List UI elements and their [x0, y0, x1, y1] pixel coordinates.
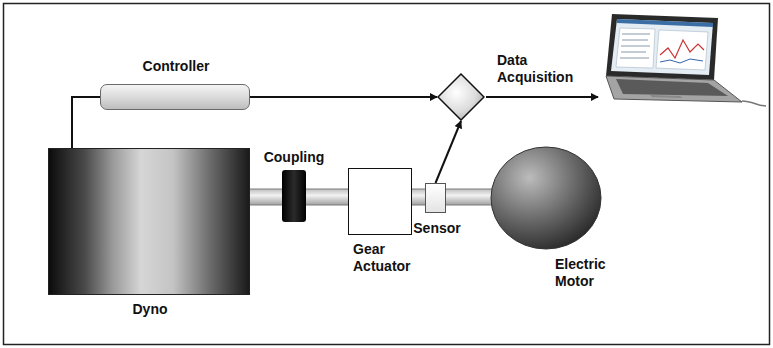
- diamond-outline: [437, 73, 485, 121]
- node-label: Gear Actuator: [353, 241, 433, 275]
- dyno-box: Dyno: [48, 148, 250, 295]
- shaft: [412, 197, 425, 198]
- motor-shape: [491, 147, 601, 249]
- output-arrow: [486, 96, 598, 98]
- chart-trace: [660, 59, 703, 63]
- node-label: Controller: [101, 58, 251, 75]
- panel: [616, 28, 655, 68]
- node-label: Data Acquisition: [497, 52, 587, 86]
- laptop-icon: [606, 14, 766, 106]
- node-label: Dyno: [49, 301, 251, 318]
- shaft: [306, 197, 348, 198]
- frame: [4, 4, 770, 345]
- node-label: Sensor: [406, 220, 468, 237]
- laptop-bezel: [606, 14, 718, 80]
- shaft-body: [306, 190, 348, 205]
- coupling-block: Coupling: [282, 170, 306, 222]
- laptop-base: [606, 76, 742, 102]
- actuator-box: Gear Actuator: [348, 168, 412, 235]
- cable: [742, 101, 766, 106]
- controller-box: Controller: [100, 84, 250, 110]
- connector-path: [72, 97, 100, 148]
- touchpad: [650, 95, 683, 98]
- panel-rows: [620, 34, 650, 58]
- shaft-body: [412, 190, 425, 205]
- laptop-screen: [611, 19, 713, 75]
- signal-line: [436, 121, 462, 183]
- shaft-outline: [412, 189, 425, 206]
- shaft-outline: [445, 189, 492, 206]
- chart-trace: [660, 40, 704, 58]
- shaft-outline: [250, 189, 282, 206]
- shaft: [445, 197, 492, 198]
- decision-diamond: Data Acquisition: [437, 73, 485, 121]
- signal-line: [250, 97, 437, 98]
- shaft-body: [250, 190, 282, 205]
- diamond-shape: [438, 74, 484, 120]
- sensor-block: Sensor: [425, 183, 446, 213]
- node-label: Coupling: [254, 149, 334, 166]
- node-label: Electric Motor: [555, 256, 631, 290]
- window-bar: [617, 19, 713, 27]
- signal-line: [72, 97, 100, 148]
- connector-path: [436, 121, 462, 183]
- shaft-outline: [306, 189, 348, 206]
- shaft: [250, 197, 282, 198]
- ellipse-outline: [490, 146, 602, 250]
- motor-ellipse: Electric Motor: [490, 146, 602, 250]
- connector-path: [250, 96, 437, 98]
- keyboard: [616, 79, 728, 96]
- chart-panel: [656, 30, 708, 70]
- shaft-body: [445, 190, 492, 205]
